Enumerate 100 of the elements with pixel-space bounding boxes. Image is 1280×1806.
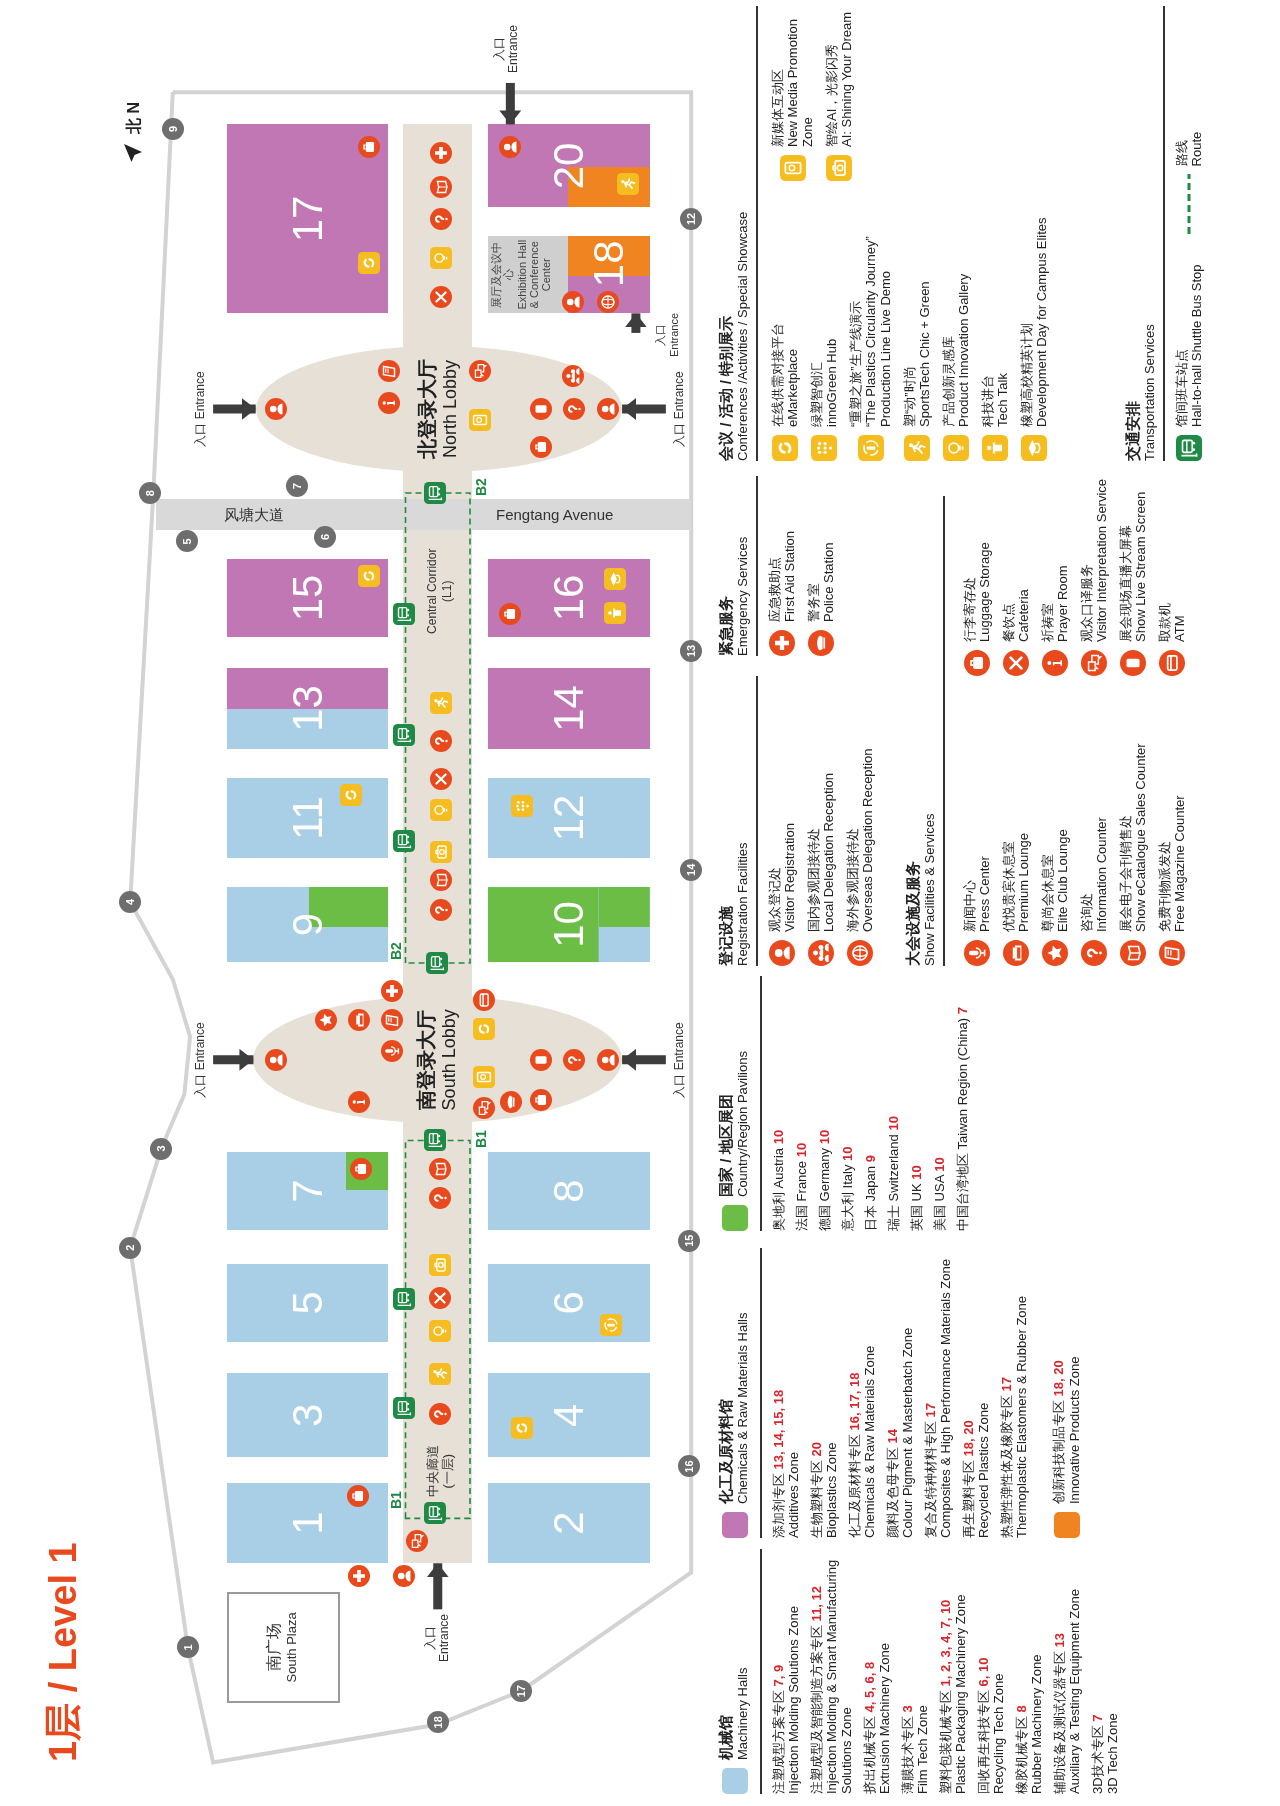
bus-stop-label: B1 [474, 1130, 488, 1148]
exhibition-hall [226, 558, 389, 638]
legend-label: 新媒体互动区 New Media Promotion Zone [770, 18, 815, 147]
gate-marker: 12 [680, 207, 703, 230]
legend-label: 祈祷室 Prayer Room [1040, 565, 1070, 642]
legend-item: 奥地利 Austria 10 [771, 1128, 786, 1231]
edge-label: 入口 Entrance [423, 1613, 451, 1664]
exhibition-hall [488, 1152, 650, 1231]
exhibition-hall [226, 1482, 389, 1564]
legend-item: 日本 Japan 9 [863, 1154, 878, 1231]
section-heading: 大会设施及服务 Show Facilities & Services [905, 812, 938, 966]
legend-label: 产品创新灵感库 Product Innovation Gallery [941, 273, 971, 427]
exhibition-hall [488, 1373, 650, 1458]
hall-number: 16 [546, 574, 593, 622]
legend-label: 新闻中心 Press Center [962, 856, 992, 932]
section-heading: 会议 / 活动 / 特别展示 Conferences /Activities / Special Showcase [718, 210, 751, 461]
gate-marker: 7 [286, 475, 309, 498]
legend-label: 免费刊物派发处 Free Magazine Counter [1157, 795, 1187, 932]
exhibition-hall [226, 124, 389, 314]
legend-label: 在线供需对接平台 eMarketplace [770, 323, 800, 427]
hall-number: 12 [546, 794, 593, 842]
section-heading: 紧急服务 Emergency Services [718, 535, 751, 656]
legend-label: 国家 / 地区展团 Country/Region Pavilions [718, 1051, 751, 1197]
gate-marker: 13 [680, 639, 703, 662]
legend-label: 路线 Route [1174, 131, 1204, 167]
gate-marker: 17 [509, 1680, 532, 1703]
entrance-arrow [426, 1563, 449, 1610]
hall-number: 11 [284, 796, 331, 840]
exhibition-hall [226, 668, 389, 749]
exhibition-hall [488, 1263, 650, 1343]
legend-label: 优悦贵宾休息室 Premium Lounge [1001, 833, 1031, 932]
legend-label: 取款机 ATM [1157, 603, 1187, 642]
legend-item: 美国 USA 10 [932, 1156, 947, 1231]
exhibition-hall [488, 124, 650, 208]
section-heading: 交通安排 Transportation Services [1125, 323, 1158, 461]
conference-center-area [488, 236, 568, 314]
entrance-arrow [213, 1048, 254, 1071]
gate-marker: 2 [119, 1236, 142, 1259]
hall-number: 18 [585, 240, 632, 288]
legend-label: 餐饮点 Cafeteria [1001, 589, 1031, 642]
legend-label: 观众口译服务 Visitor Interpretation Service [1079, 478, 1109, 642]
plaza-name: 南广场 [265, 1623, 284, 1672]
legend-item: 中国台湾地区 Taiwan Region (China) 7 [955, 1006, 970, 1231]
exhibition-hall [488, 668, 650, 749]
legend-label: 橡塑高校精英计划 Development Day for Campus Elites [1019, 217, 1049, 427]
edge-label: 入口 Entrance [492, 24, 520, 75]
exhibition-hall [488, 558, 650, 638]
edge-label: 入口 Entrance [193, 1021, 207, 1100]
hall-number: 6 [546, 1291, 593, 1315]
gate-marker: 4 [119, 891, 142, 914]
gate-marker: 16 [677, 1455, 700, 1478]
legend-label: 馆间班车站点 Hall-to-hall Shuttle Bus Stop [1174, 264, 1204, 427]
plaza-outline [226, 1592, 340, 1703]
entrance-arrow [622, 1048, 666, 1071]
area-label: Exhibition Hall & Conference Center [516, 238, 553, 312]
exhibition-hall [226, 777, 389, 859]
hall-number: 9 [284, 912, 331, 937]
legend-item: 法国 France 10 [794, 1141, 809, 1231]
exhibition-hall [488, 1482, 650, 1564]
bus-stop-label: B1 [389, 1491, 403, 1509]
legend-label: “重塑之旅”生产线演示 “The Plastics Circularity Journey” Production Line Live Demo [848, 235, 893, 427]
legend-label: 展会电子会刊销售处 Show eCatalogue Sales Counter [1118, 743, 1148, 932]
hall-number: 8 [546, 1179, 593, 1203]
gate-marker: 15 [677, 1229, 700, 1252]
legend-label: 警务室 Police Station [806, 542, 836, 622]
legend-label: 行李寄存处 Luggage Storage [962, 542, 992, 642]
gate-marker: 1 [176, 1636, 199, 1659]
legend-item: 英国 UK 10 [909, 1164, 924, 1231]
legend-label: 国内参观团接待处 Local Delegation Reception [806, 773, 836, 932]
edge-label: 入口 Entrance [653, 312, 681, 359]
legend-label: 观众登记处 Visitor Registration [767, 823, 797, 932]
gate-marker: 9 [161, 118, 184, 141]
entrance-arrow [622, 397, 666, 420]
legend-label: 机械馆 Machinery Halls [718, 1667, 751, 1760]
hall-number: 3 [284, 1403, 331, 1427]
legend-label: 尊尚会休息室 Elite Club Lounge [1040, 829, 1070, 932]
edge-label: 入口 Entrance [193, 370, 207, 449]
compass-label: 北 N [126, 102, 142, 134]
gate-marker: 18 [426, 1711, 449, 1734]
legend-label: 科技讲台 Tech Talk [980, 373, 1010, 427]
exhibition-hall [488, 777, 650, 859]
hall-number: 4 [546, 1403, 593, 1427]
gate-marker: 8 [138, 482, 161, 505]
edge-label: 入口 Entrance [672, 370, 686, 449]
entrance-arrow [624, 313, 647, 333]
legend-label: 智绘AI，光影闪秀 AI: Shining Your Dream [824, 11, 854, 147]
hall-number: 20 [546, 142, 593, 190]
gate-marker: 5 [175, 530, 198, 553]
lobby-name: 北登录大厅 [415, 358, 439, 459]
area-label: 展厅及会议中心 [490, 240, 515, 310]
entrance-arrow [499, 82, 522, 125]
hall-number: 2 [546, 1511, 593, 1535]
legend-label: 绿塑智创汇 innoGreen Hub [809, 338, 839, 427]
exhibition-hall [226, 887, 389, 962]
lobby-name: 南登录大厅 [414, 1009, 438, 1110]
page-title: 1层 / Level 1 [41, 1542, 85, 1762]
legend-label: 海外参观团接待处 Overseas Delegation Reception [845, 748, 875, 932]
road-name: 风塘大道 [223, 504, 284, 524]
legend-label: 咨询处 Information Counter [1079, 817, 1109, 932]
gate-marker: 14 [680, 858, 703, 881]
